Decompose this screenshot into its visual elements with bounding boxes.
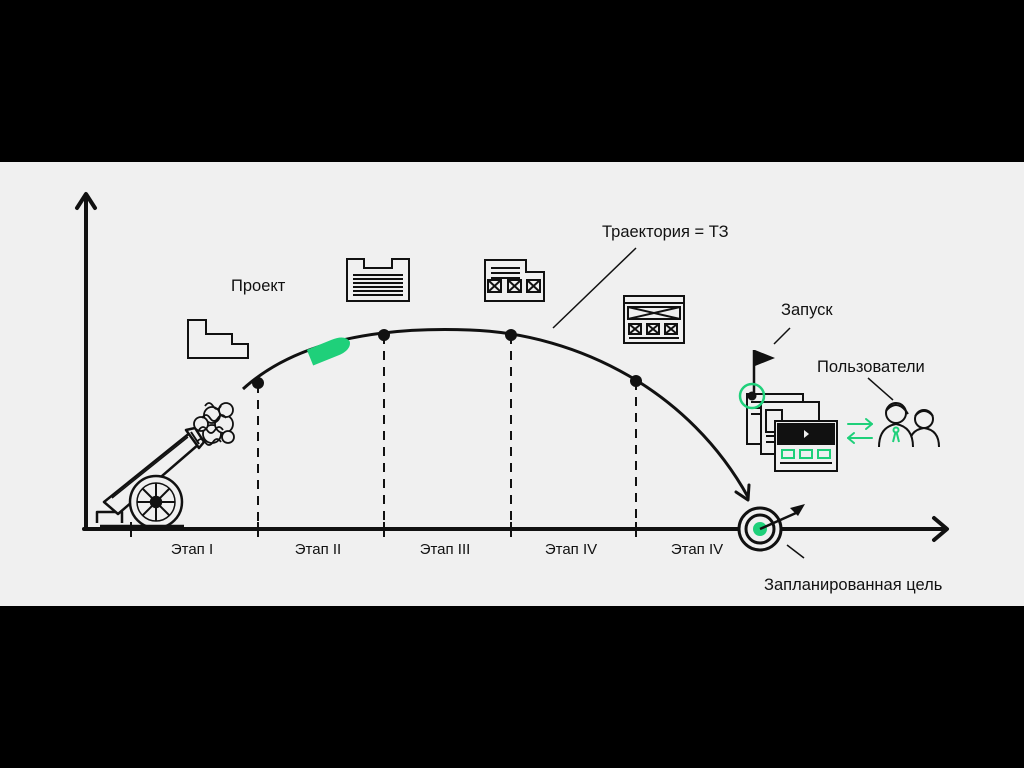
stage-label: Этап III <box>420 541 471 558</box>
sketch-document-icon <box>347 259 409 301</box>
milestone-dot <box>252 377 264 389</box>
milestone-dot <box>505 329 517 341</box>
stage-label: Этап II <box>295 541 341 558</box>
launch-label: Запуск <box>781 301 833 319</box>
trajectory-diagram: Проект Траектория = ТЗ Запуск Пользовате… <box>0 162 1024 606</box>
projectile-icon <box>307 334 352 365</box>
users-label: Пользователи <box>817 358 925 376</box>
diagram-canvas: Проект Траектория = ТЗ Запуск Пользовате… <box>0 162 1024 606</box>
milestone-dot <box>630 375 642 387</box>
sketch-wireframe-icon <box>485 260 544 301</box>
users-icon <box>879 403 939 447</box>
stage-label: Этап I <box>171 541 213 558</box>
smoke-icon <box>194 403 234 445</box>
milestones <box>252 329 642 389</box>
sketch-stairs-icon <box>188 320 248 358</box>
stage-labels: Этап I Этап II Этап III Этап IV Этап IV <box>171 541 723 558</box>
milestone-dot <box>378 329 390 341</box>
cannon-icon <box>97 428 204 528</box>
stage-label: Этап IV <box>671 541 723 558</box>
project-label: Проект <box>231 277 286 295</box>
sketch-layout-icon <box>624 296 684 343</box>
trajectory-label: Траектория = ТЗ <box>602 223 729 241</box>
launch-leader-line <box>774 328 790 344</box>
target-label: Запланированная цель <box>764 576 942 594</box>
exchange-arrows-icon <box>848 419 872 443</box>
target-leader-line <box>787 545 804 558</box>
users-leader-line <box>868 378 893 400</box>
stage-label: Этап IV <box>545 541 597 558</box>
